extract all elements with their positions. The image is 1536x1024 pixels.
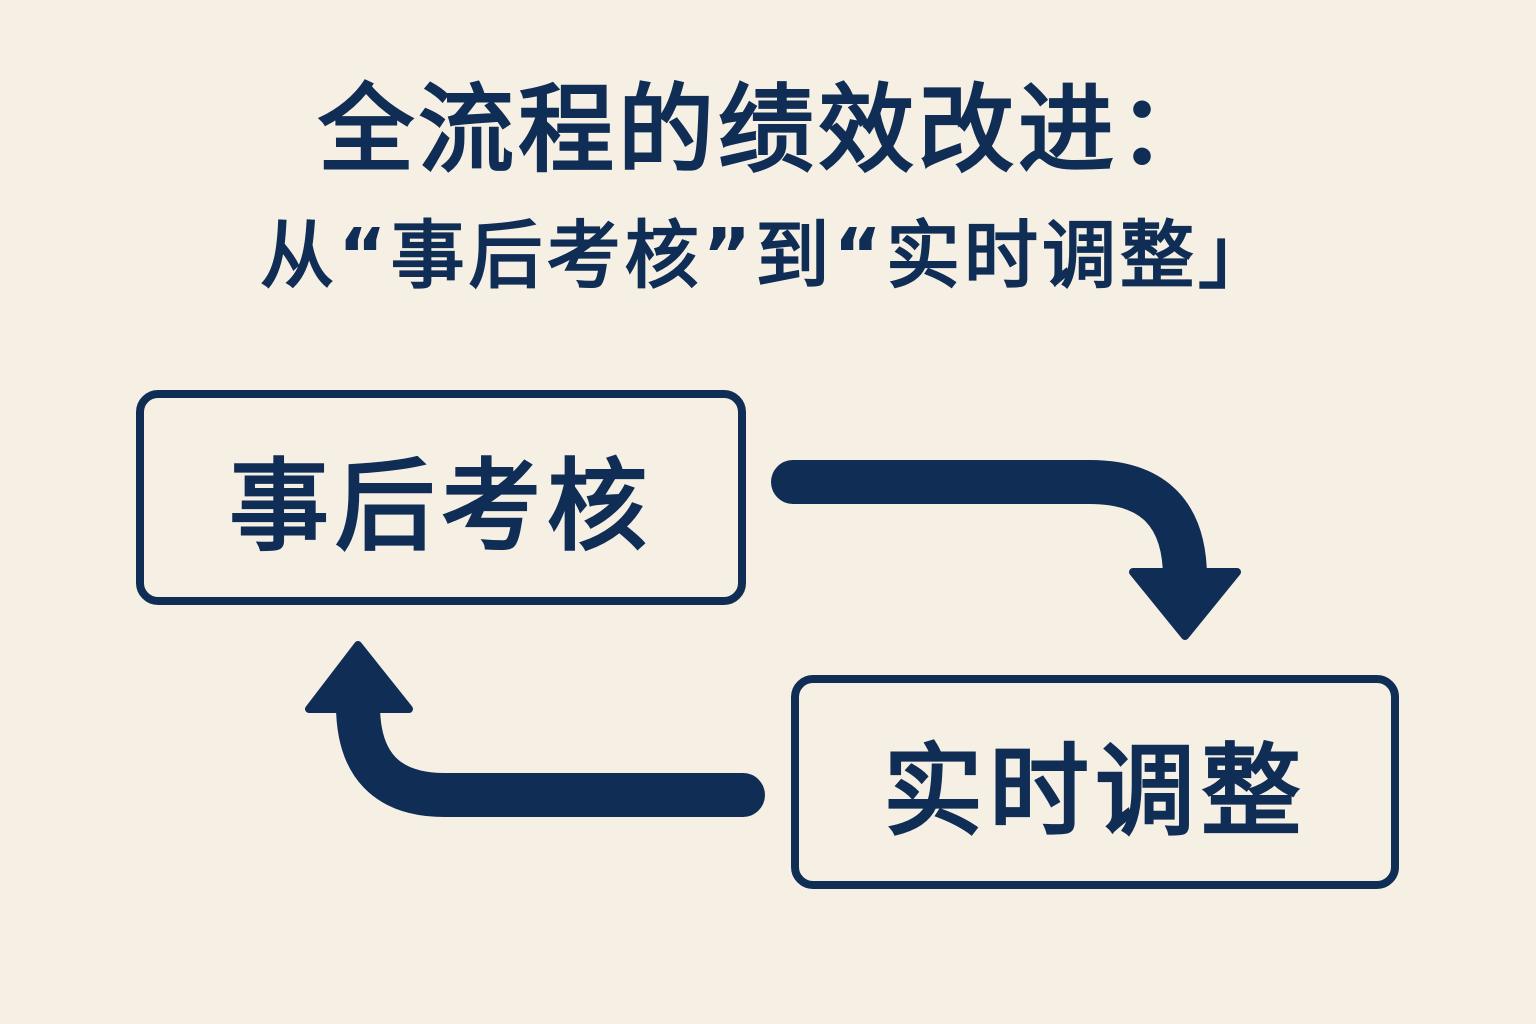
arrow-right-down-icon: [771, 460, 1241, 640]
box-post-assessment: 事后考核: [136, 390, 746, 605]
box-realtime-adjustment: 实时调整: [791, 675, 1399, 889]
box-realtime-adjustment-label: 实时调整: [883, 732, 1307, 850]
page-subtitle: 从“事后考核”到“实时调整」: [260, 213, 1276, 299]
page-title: 全流程的绩效改进：: [318, 74, 1218, 186]
box-post-assessment-label: 事后考核: [229, 448, 653, 565]
arrow-left-up-icon: [305, 641, 765, 817]
